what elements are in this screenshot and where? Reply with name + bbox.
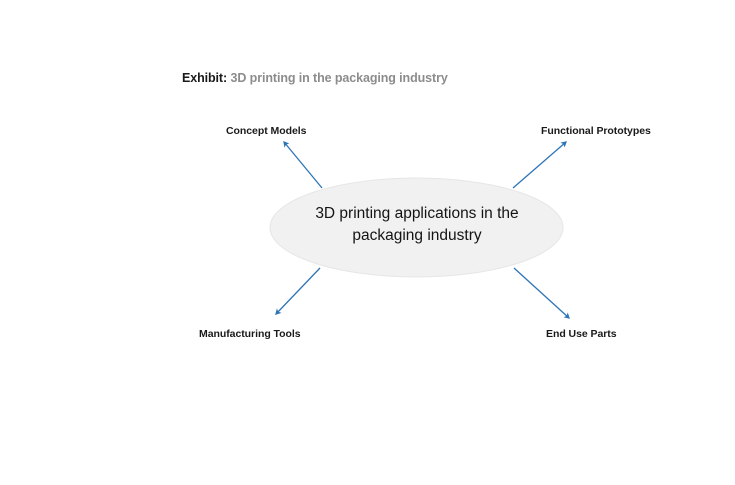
center-ellipse (269, 177, 564, 278)
node-label-functional-prototypes: Functional Prototypes (541, 125, 651, 137)
node-label-concept-models: Concept Models (226, 125, 307, 137)
arrow-to-functional-prototypes (512, 141, 567, 189)
exhibit-subtitle: 3D printing in the packaging industry (230, 71, 448, 85)
node-label-manufacturing-tools: Manufacturing Tools (199, 328, 301, 340)
exhibit-title: Exhibit: 3D printing in the packaging in… (182, 70, 448, 86)
node-label-end-use-parts: End Use Parts (546, 328, 617, 340)
arrow-to-manufacturing-tools (275, 267, 321, 315)
arrow-to-concept-models (283, 140, 323, 189)
exhibit-label: Exhibit: (182, 71, 228, 85)
arrow-to-end-use-parts (513, 267, 570, 319)
